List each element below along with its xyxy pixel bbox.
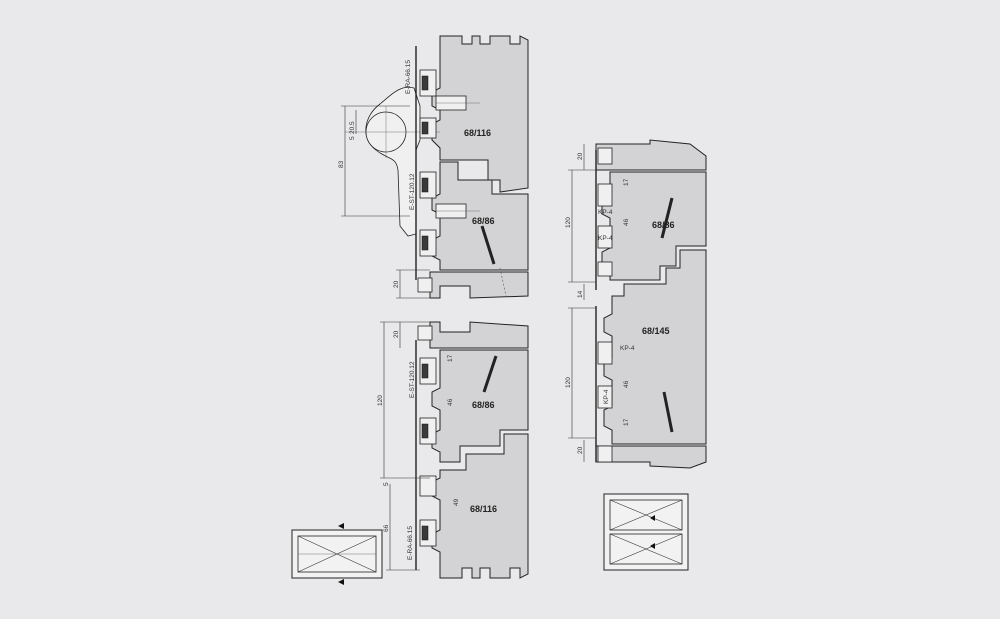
sash-profile-68-116-top xyxy=(431,35,529,193)
label-era-bottom: E-RA-66.15 xyxy=(407,526,414,560)
label-kp4-1: KP-4 xyxy=(598,209,613,216)
label-est-bottom: E-ST-120.12 xyxy=(409,361,416,398)
dim-5-top: 5 xyxy=(349,136,356,140)
sash-profile-68-86-top xyxy=(431,161,529,271)
dim-17-r2: 17 xyxy=(623,418,630,426)
label-kp4-3: KP-4 xyxy=(620,345,635,352)
dim-49: 49 xyxy=(453,498,460,506)
sash-profile-68-86-bottom xyxy=(431,349,529,463)
frame-sill-right xyxy=(595,445,707,469)
label-68-86-bottom: 68/86 xyxy=(472,400,495,410)
dim-20-a: 20 xyxy=(393,280,400,288)
sash-profile-68-116-bottom xyxy=(431,433,529,579)
dim-14: 14 xyxy=(577,290,584,298)
hardware-column-top xyxy=(415,46,437,293)
dim-20-r2: 20 xyxy=(577,446,584,454)
window-icon-single xyxy=(291,523,383,585)
label-68-86-top: 68/86 xyxy=(472,216,495,226)
label-68-116-bottom: 68/116 xyxy=(470,504,497,514)
dim-17-r1: 17 xyxy=(623,178,630,186)
left-bottom-assembly xyxy=(380,321,529,579)
dim-46-left: 46 xyxy=(447,398,454,406)
frame-sill-top-assembly xyxy=(429,271,529,299)
dim-120-left: 120 xyxy=(377,395,384,406)
hardware-column-right xyxy=(595,147,613,463)
hinge-pin-right-1 xyxy=(660,197,674,239)
window-icon-double xyxy=(603,493,689,571)
label-68-116-top: 68/116 xyxy=(464,128,491,138)
dim-20-5: 20.5 xyxy=(349,121,356,134)
label-est-top: E-ST-120.12 xyxy=(409,173,416,210)
label-68-145-right: 68/145 xyxy=(642,326,670,336)
dim-46-r2: 46 xyxy=(623,380,630,388)
dim-17-left: 17 xyxy=(447,354,454,362)
label-kp4-4: KP-4 xyxy=(603,389,610,404)
dim-46-r1: 46 xyxy=(623,218,630,226)
hinge-pin-bottom xyxy=(482,355,498,393)
label-era-top: E-RA-66.15 xyxy=(405,60,412,94)
label-kp4-2: KP-4 xyxy=(598,235,613,242)
dim-20-r1: 20 xyxy=(577,152,584,160)
dim-66: 66 xyxy=(383,524,390,532)
frame-head-right xyxy=(595,139,707,171)
hinge-pin-top xyxy=(480,225,496,265)
handle-outline xyxy=(365,86,421,237)
dim-83: 83 xyxy=(338,160,345,168)
right-assembly xyxy=(568,139,707,469)
hinge-pin-right-2 xyxy=(662,391,674,433)
frame-head-bottom-assembly xyxy=(429,321,529,349)
dim-120-r1: 120 xyxy=(565,217,572,228)
left-top-assembly xyxy=(341,35,529,299)
label-68-86-right: 68/86 xyxy=(652,220,675,230)
hardware-column-bottom xyxy=(415,325,437,570)
dim-20-b: 20 xyxy=(393,330,400,338)
dim-5-bottom: 5 xyxy=(383,482,390,486)
sash-profile-68-145-right xyxy=(603,249,707,445)
dim-120-r2: 120 xyxy=(565,377,572,388)
